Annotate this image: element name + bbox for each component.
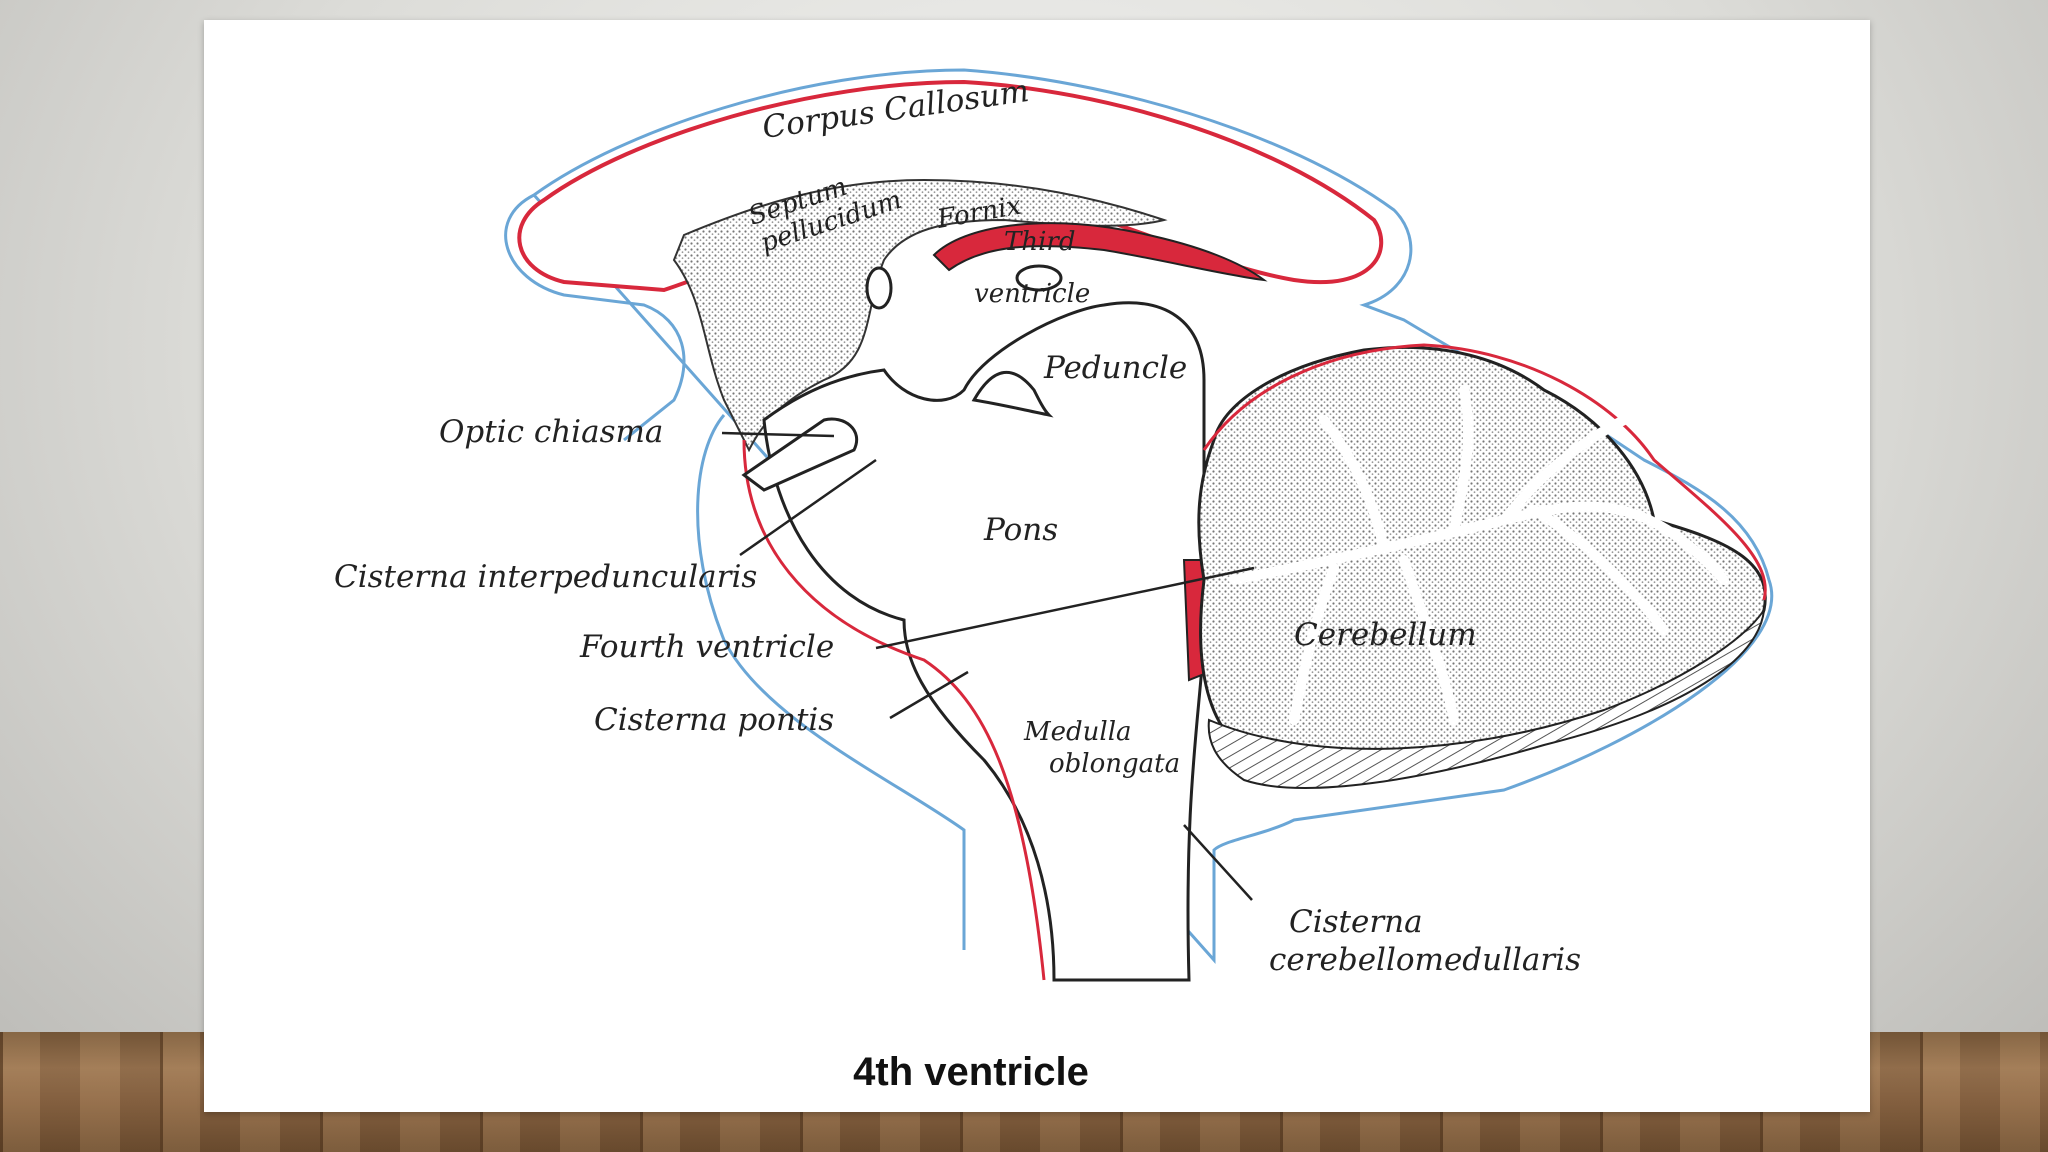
- brainstem: [762, 301, 1206, 982]
- label-cisterna: Cisterna: [1289, 904, 1423, 940]
- slide-caption: 4th ventricle: [853, 1050, 1089, 1094]
- label-optic-chiasma: Optic chiasma: [439, 414, 663, 450]
- label-pons: Pons: [983, 512, 1058, 548]
- label-medulla: Medulla: [1023, 717, 1132, 747]
- pia-cerebellum-red: [1202, 343, 1767, 601]
- septum-thalamus-region: [672, 178, 1168, 453]
- label-cerebellomedullaris: cerebellomedullaris: [1269, 942, 1581, 978]
- anterior-commissure: [865, 266, 893, 310]
- third-ventricle-foramen: [1015, 264, 1063, 292]
- label-cerebellum: Cerebellum: [1294, 617, 1477, 653]
- cerebellum-hatched-base: [1207, 609, 1765, 789]
- peduncle-shape: [971, 371, 1054, 418]
- brain-diagram: Corpus Callosum Septum pellucidum Fornix…: [334, 68, 1773, 982]
- label-third: Third: [1004, 227, 1075, 257]
- label-ventricle: ventricle: [974, 279, 1090, 309]
- label-peduncle: Peduncle: [1043, 350, 1187, 386]
- third-ventricle-red: [932, 222, 1268, 282]
- leader-lines: [721, 431, 1255, 901]
- arachnoid-outline: [504, 68, 1773, 964]
- label-fourth-ventricle: Fourth ventricle: [579, 629, 834, 665]
- label-oblongata: oblongata: [1049, 749, 1180, 779]
- label-cisterna-pontis: Cisterna pontis: [594, 702, 834, 738]
- label-cisterna-interpeduncularis: Cisterna interpeduncularis: [334, 559, 757, 595]
- pia-brainstem-red: [742, 439, 1046, 981]
- slide: Corpus Callosum Septum pellucidum Fornix…: [204, 20, 1870, 1112]
- arbor-vitae: [1229, 385, 1729, 725]
